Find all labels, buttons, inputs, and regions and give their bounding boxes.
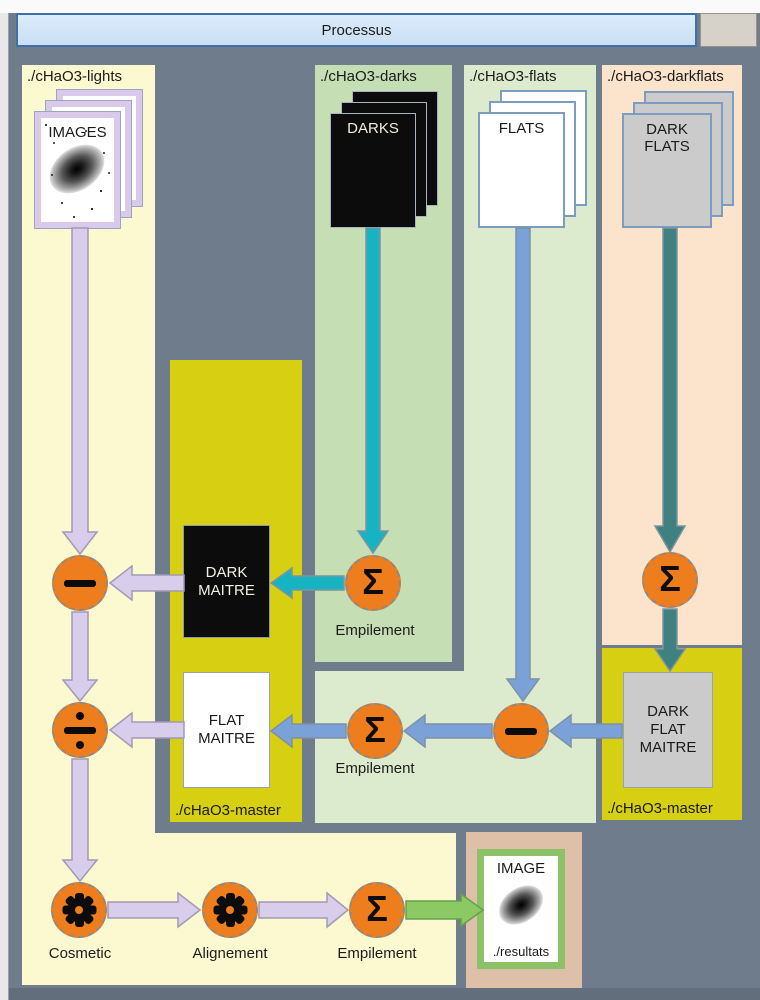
- galaxy-image: [40, 134, 114, 204]
- stack-node-flats: Σ: [347, 703, 403, 759]
- gear-icon: [61, 892, 97, 928]
- subtract-node-lights: [52, 555, 108, 611]
- subtract-node-flats: [493, 703, 549, 759]
- header-side-tab: [700, 13, 757, 47]
- result-image-frame: IMAGE ./resultats: [477, 849, 565, 969]
- dark-master-box: DARK MAITRE: [183, 525, 270, 638]
- stack-node-darkflats: Σ: [642, 552, 698, 608]
- images-stack-card-front: IMAGES: [35, 112, 120, 228]
- darkflat-master-box: DARK FLAT MAITRE: [623, 672, 713, 788]
- flat-master-title: FLAT MAITRE: [198, 712, 255, 747]
- sigma-icon: Σ: [364, 708, 386, 750]
- result-galaxy-image: [491, 877, 551, 933]
- divide-node-lights: [52, 702, 108, 758]
- folder-label-darkflats: ./cHaO3-darkflats: [607, 68, 724, 85]
- sigma-icon: Σ: [362, 560, 384, 602]
- gear-icon: [212, 892, 248, 928]
- window-left-edge: [0, 13, 9, 1000]
- darkflats-stack-card-front: DARK FLATS: [622, 113, 712, 228]
- alignment-node: [202, 882, 258, 938]
- stack-darks-label: Empilement: [335, 622, 415, 639]
- cosmetic-label: Cosmetic: [48, 945, 112, 962]
- sigma-icon: Σ: [659, 557, 681, 599]
- flats-stack-title: FLATS: [498, 120, 545, 137]
- cosmetic-node: [51, 882, 107, 938]
- darks-stack-title: DARKS: [347, 120, 399, 137]
- window-top-edge: [0, 0, 760, 13]
- stack-node-darks: Σ: [345, 555, 401, 611]
- minus-icon: [505, 727, 537, 735]
- stack-node-final: Σ: [349, 882, 405, 938]
- result-image-title: IMAGE: [496, 860, 546, 877]
- stack-flats-label: Empilement: [335, 760, 415, 777]
- images-stack-title: IMAGES: [48, 124, 107, 141]
- folder-label-master-left: ./cHaO3-master: [175, 802, 281, 819]
- dark-master-title: DARK MAITRE: [198, 563, 255, 599]
- folder-label-darks: ./cHaO3-darks: [320, 68, 417, 85]
- folder-label-resultats: ./resultats: [492, 944, 550, 959]
- stack-final-label: Empilement: [337, 945, 417, 962]
- star-specks: [45, 124, 47, 126]
- sigma-icon: Σ: [366, 887, 388, 929]
- divide-icon: [64, 711, 96, 749]
- darks-stack-card-front: DARKS: [330, 113, 416, 228]
- darkflat-master-title: DARK FLAT MAITRE: [639, 703, 697, 756]
- alignment-label: Alignement: [192, 945, 268, 962]
- darkflats-stack-title: DARK FLATS: [644, 121, 690, 155]
- flats-stack-card-front: FLATS: [478, 112, 565, 228]
- folder-label-master-right: ./cHaO3-master: [607, 800, 713, 817]
- processus-header-label: Processus: [321, 21, 392, 39]
- processus-header-button[interactable]: Processus: [16, 13, 697, 47]
- window-bottom-edge: [0, 988, 760, 1000]
- result-image-card: IMAGE ./resultats: [484, 856, 558, 962]
- minus-icon: [64, 579, 96, 587]
- folder-label-lights: ./cHaO3-lights: [27, 68, 123, 85]
- folder-label-flats: ./cHaO3-flats: [469, 68, 557, 85]
- flat-master-box: FLAT MAITRE: [183, 672, 270, 788]
